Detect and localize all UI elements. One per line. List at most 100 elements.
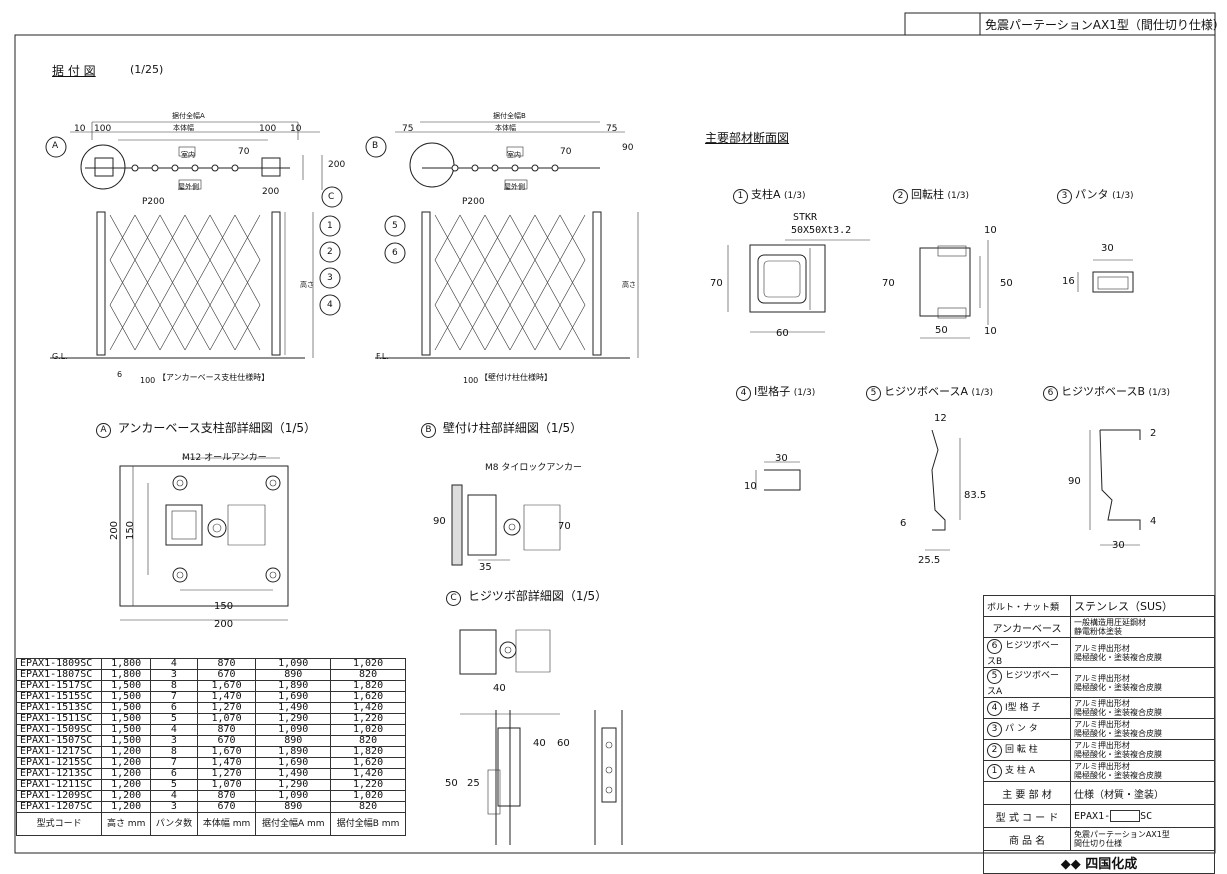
dim-b-75-right: 75 [606, 124, 618, 134]
part-material-cell: アルミ押出形材陽極酸化・塗装複合皮膜 [1070, 760, 1215, 782]
cell-body-width: 870 [196, 658, 257, 670]
part-number: 4 [987, 701, 1002, 716]
part-number: 2 [987, 743, 1002, 758]
anchor-value-line2: 静電粉体塗装 [1074, 627, 1122, 636]
cell-height: 1,800 [101, 658, 152, 670]
callout-5: 5 [392, 221, 398, 231]
cell-width-b: 820 [330, 669, 406, 681]
part-material: アルミ押出形材 [1074, 673, 1130, 683]
s1-dim-70: 70 [710, 278, 723, 289]
part-material: アルミ押出形材 [1074, 741, 1130, 750]
detail-a-marker: A [96, 423, 111, 438]
section-5-name: ヒジツボベースA [884, 385, 968, 398]
cell-model-code: EPAX1-1509SC [15, 724, 103, 736]
cell-body-width: 870 [196, 790, 257, 802]
cell-width-b: 1,220 [330, 779, 406, 791]
callout-4: 4 [327, 300, 333, 310]
section-4-no: 4 [736, 386, 751, 401]
body-width-label-b: 本体幅 [495, 124, 516, 132]
outdoor-label-b: 屋外側 [504, 183, 525, 191]
cell-height: 1,200 [101, 790, 152, 802]
dim-a-100-right: 100 [259, 124, 277, 134]
cell-height: 1,800 [101, 669, 152, 681]
callout-b: B [372, 141, 379, 151]
cell-width-b: 820 [330, 735, 406, 747]
dim-200-a: 200 [262, 187, 280, 197]
callout-2: 2 [327, 247, 333, 257]
header-width-b: 据付全幅B mm [330, 812, 406, 836]
s6-dim-4: 4 [1150, 516, 1157, 527]
cell-panta-count: 7 [150, 691, 198, 703]
cell-panta-count: 6 [150, 768, 198, 780]
s6-dim-2: 2 [1150, 428, 1157, 439]
cell-height: 1,200 [101, 757, 152, 769]
install-scale: (1/25) [130, 63, 164, 76]
section-2-no: 2 [893, 189, 908, 204]
part-finish: 陽極酸化・塗装複合皮膜 [1074, 771, 1162, 780]
cell-body-width: 1,670 [196, 746, 257, 758]
cell-width-a: 1,090 [255, 724, 332, 736]
fl-label: F.L. [376, 352, 389, 361]
cell-height: 1,200 [101, 801, 152, 813]
detail-a-dim-150-v: 150 [125, 520, 137, 541]
detail-a-dim-200-v: 200 [109, 520, 121, 541]
s4-dim-30: 30 [775, 453, 788, 464]
body-width-label-a: 本体幅 [173, 124, 194, 132]
cell-panta-count: 3 [150, 801, 198, 813]
anchor-label: アンカーベース [983, 616, 1071, 638]
cell-width-b: 1,620 [330, 691, 406, 703]
detail-a-drawing [119, 457, 289, 621]
cell-height: 1,500 [101, 724, 152, 736]
detail-b-title: 壁付け柱部詳細図（1/5） [442, 421, 583, 435]
section-2-name: 回転柱 [911, 188, 944, 201]
cell-width-b: 1,620 [330, 757, 406, 769]
cell-body-width: 1,670 [196, 680, 257, 692]
s5-dim-83-5: 83.5 [964, 490, 987, 501]
cell-width-a: 1,290 [255, 713, 332, 725]
dim-70-a: 70 [238, 147, 250, 157]
part-finish: 陽極酸化・塗装複合皮膜 [1074, 652, 1162, 662]
cell-panta-count: 4 [150, 658, 198, 670]
dim-200-side-a: 200 [328, 160, 346, 170]
height-label-a: 高さ [300, 281, 314, 289]
cell-body-width: 1,070 [196, 779, 257, 791]
detail-b-drawing [451, 484, 561, 566]
part-material: アルミ押出形材 [1074, 762, 1130, 771]
cell-width-a: 890 [255, 669, 332, 681]
part-material: アルミ押出形材 [1074, 720, 1130, 729]
detail-c-dim-40-side: 40 [533, 738, 546, 749]
company-logo-icon: ◆◆ [1060, 856, 1081, 872]
detail-b-dim-70: 70 [558, 521, 571, 532]
part-material-cell: アルミ押出形材陽極酸化・塗装複合皮膜 [1070, 718, 1215, 740]
part-finish: 陽極酸化・塗装複合皮膜 [1074, 708, 1162, 717]
s1-dim-60: 60 [776, 328, 789, 339]
detail-c-dim-60: 60 [557, 738, 570, 749]
header-model-code: 型式コード [15, 812, 103, 836]
cell-height: 1,500 [101, 691, 152, 703]
part-number: 5 [987, 669, 1002, 684]
s3-dim-30: 30 [1101, 243, 1114, 254]
width-a-label: 据付全幅A [172, 112, 205, 120]
section-3-name: パンタ [1075, 188, 1109, 201]
cell-panta-count: 4 [150, 724, 198, 736]
cell-panta-count: 8 [150, 746, 198, 758]
cell-body-width: 1,470 [196, 691, 257, 703]
section-6-no: 6 [1043, 386, 1058, 401]
cell-body-width: 1,070 [196, 713, 257, 725]
cell-width-a: 1,690 [255, 757, 332, 769]
product-name-value: 免震パーテーションAX1型間仕切り仕様 [1070, 827, 1215, 851]
detail-a-dim-200-h: 200 [214, 619, 234, 630]
anchor-value-line1: 一般構造用圧延鋼材 [1074, 618, 1146, 627]
cell-body-width: 1,470 [196, 757, 257, 769]
cell-width-a: 1,090 [255, 658, 332, 670]
